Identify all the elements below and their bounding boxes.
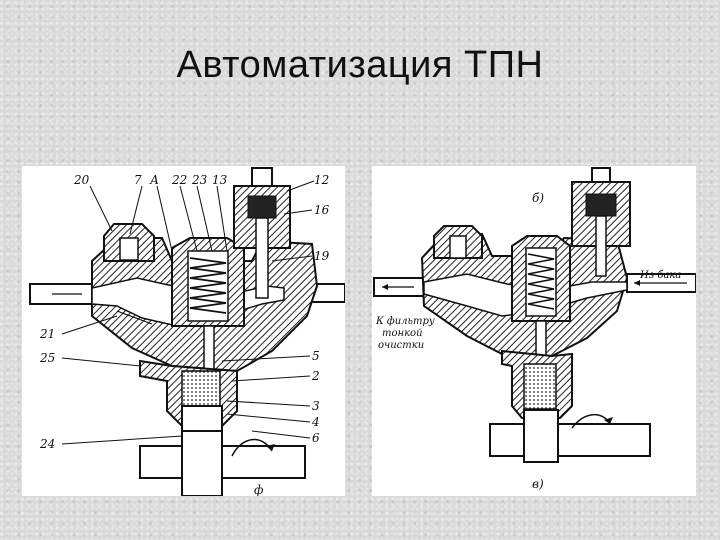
label-3: 3 (312, 399, 320, 413)
label-13: 13 (212, 173, 228, 187)
label-16: 16 (314, 203, 330, 217)
label-12: 12 (314, 173, 329, 187)
label-cleaning: очистки (378, 340, 424, 351)
slide-title: Автоматизация ТПН (176, 44, 544, 86)
label-7: 7 (134, 173, 142, 187)
label-f: ф (254, 483, 263, 496)
label-fine: тонкой (382, 328, 423, 339)
shaft-coupling-right (523, 409, 559, 463)
left-diagram-panel: 20 7 А 22 23 13 12 16 19 21 25 5 2 3 4 6… (22, 166, 345, 496)
solenoid-rod-right (595, 215, 607, 277)
rotation-arrowhead (266, 444, 275, 451)
flow-arrowhead-out-right (382, 284, 388, 290)
label-b: б) (532, 191, 544, 205)
valve-left-right (449, 235, 467, 259)
label-24: 24 (39, 437, 55, 451)
solenoid-terminal-right (591, 167, 611, 183)
right-diagram: б) Из бака К фильтру тонкой очистки в) (373, 167, 696, 491)
label-2: 2 (311, 369, 320, 383)
label-5: 5 (312, 349, 320, 363)
right-diagram-panel: б) Из бака К фильтру тонкой очистки в) (372, 166, 696, 496)
coupling-nut (181, 405, 223, 435)
label-to-filter: К фильтру (375, 316, 435, 327)
solenoid-core-right (585, 193, 617, 217)
label-a: А (149, 173, 159, 187)
label-19: 19 (314, 249, 330, 263)
solenoid-core (247, 195, 277, 219)
rotation-arrowhead-right (604, 417, 613, 424)
flow-arrowhead-in-right (634, 280, 640, 286)
label-4: 4 (311, 415, 320, 429)
label-v: в) (532, 477, 544, 491)
label-23: 23 (191, 173, 208, 187)
drive-shaft-right (489, 423, 651, 457)
solenoid-terminal (251, 167, 273, 187)
seal-pack-right (523, 363, 557, 410)
label-20: 20 (73, 173, 90, 187)
label-6: 6 (312, 431, 320, 445)
valve-left (119, 237, 139, 261)
left-diagram: 20 7 А 22 23 13 12 16 19 21 25 5 2 3 4 6… (29, 167, 345, 496)
shaft-coupling (181, 430, 223, 496)
label-from-tank: Из бака (639, 270, 681, 281)
flow-arrow-channel (116, 310, 153, 325)
solenoid-rod (255, 217, 269, 299)
label-21: 21 (39, 327, 55, 341)
leader-lines (61, 180, 315, 445)
label-25: 25 (39, 351, 55, 365)
spring-right (527, 253, 555, 310)
label-22: 22 (171, 173, 187, 187)
spring (189, 257, 227, 314)
